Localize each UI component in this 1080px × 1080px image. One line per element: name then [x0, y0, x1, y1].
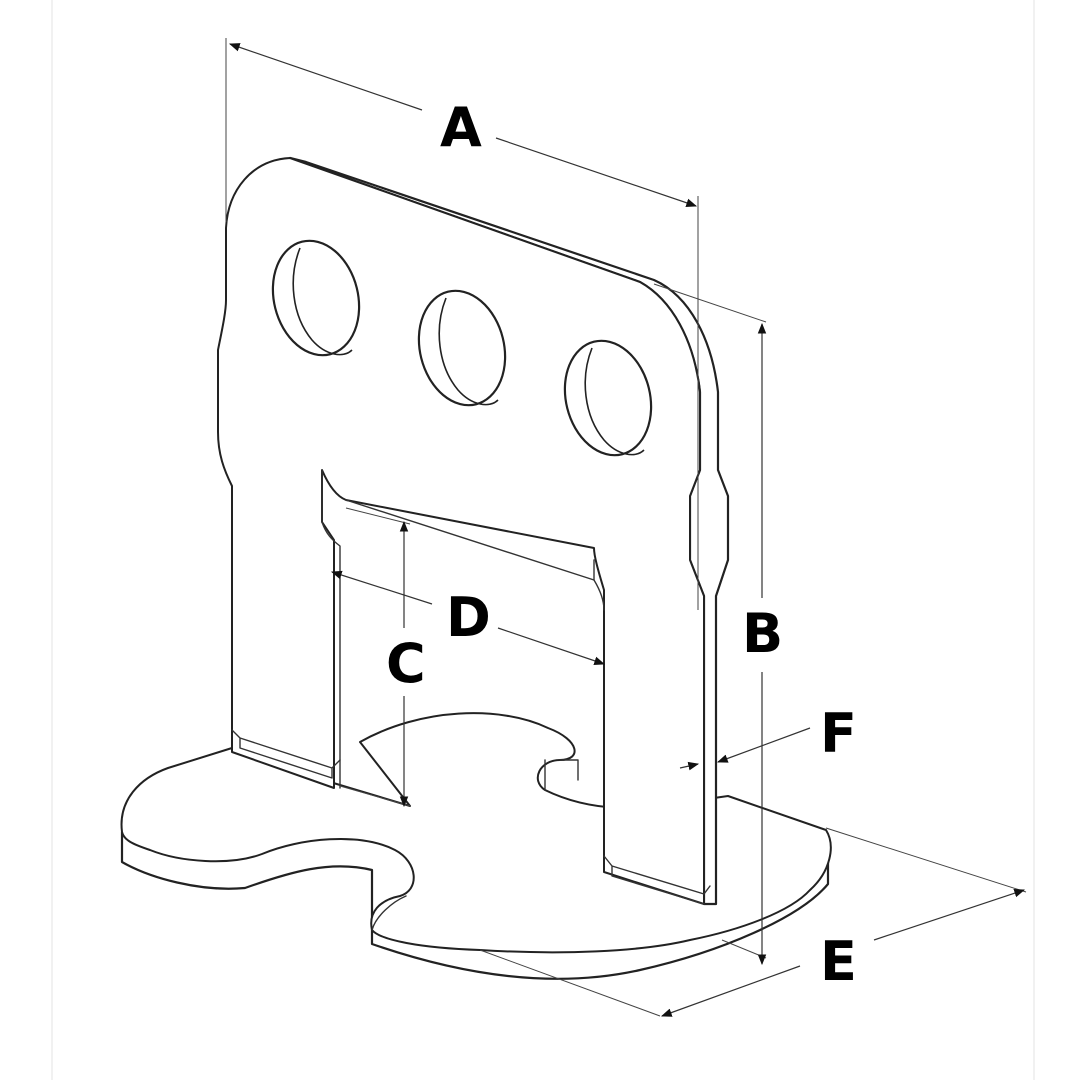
dimension-d: D: [330, 570, 606, 665]
label-d: D: [446, 586, 491, 649]
label-c: C: [386, 632, 426, 695]
dimension-b: B: [653, 283, 783, 966]
dimension-c: C: [339, 507, 426, 808]
dimension-e: E: [479, 827, 1027, 1017]
blade-holes: [271, 239, 653, 457]
base-plate: [120, 712, 832, 980]
dimension-a: A: [225, 38, 699, 610]
label-e: E: [820, 930, 857, 993]
label-b: B: [742, 602, 783, 665]
label-f: F: [820, 702, 857, 765]
label-a: A: [440, 96, 482, 159]
background-frame: [51, 0, 1035, 1080]
dimension-f: F: [679, 702, 857, 771]
